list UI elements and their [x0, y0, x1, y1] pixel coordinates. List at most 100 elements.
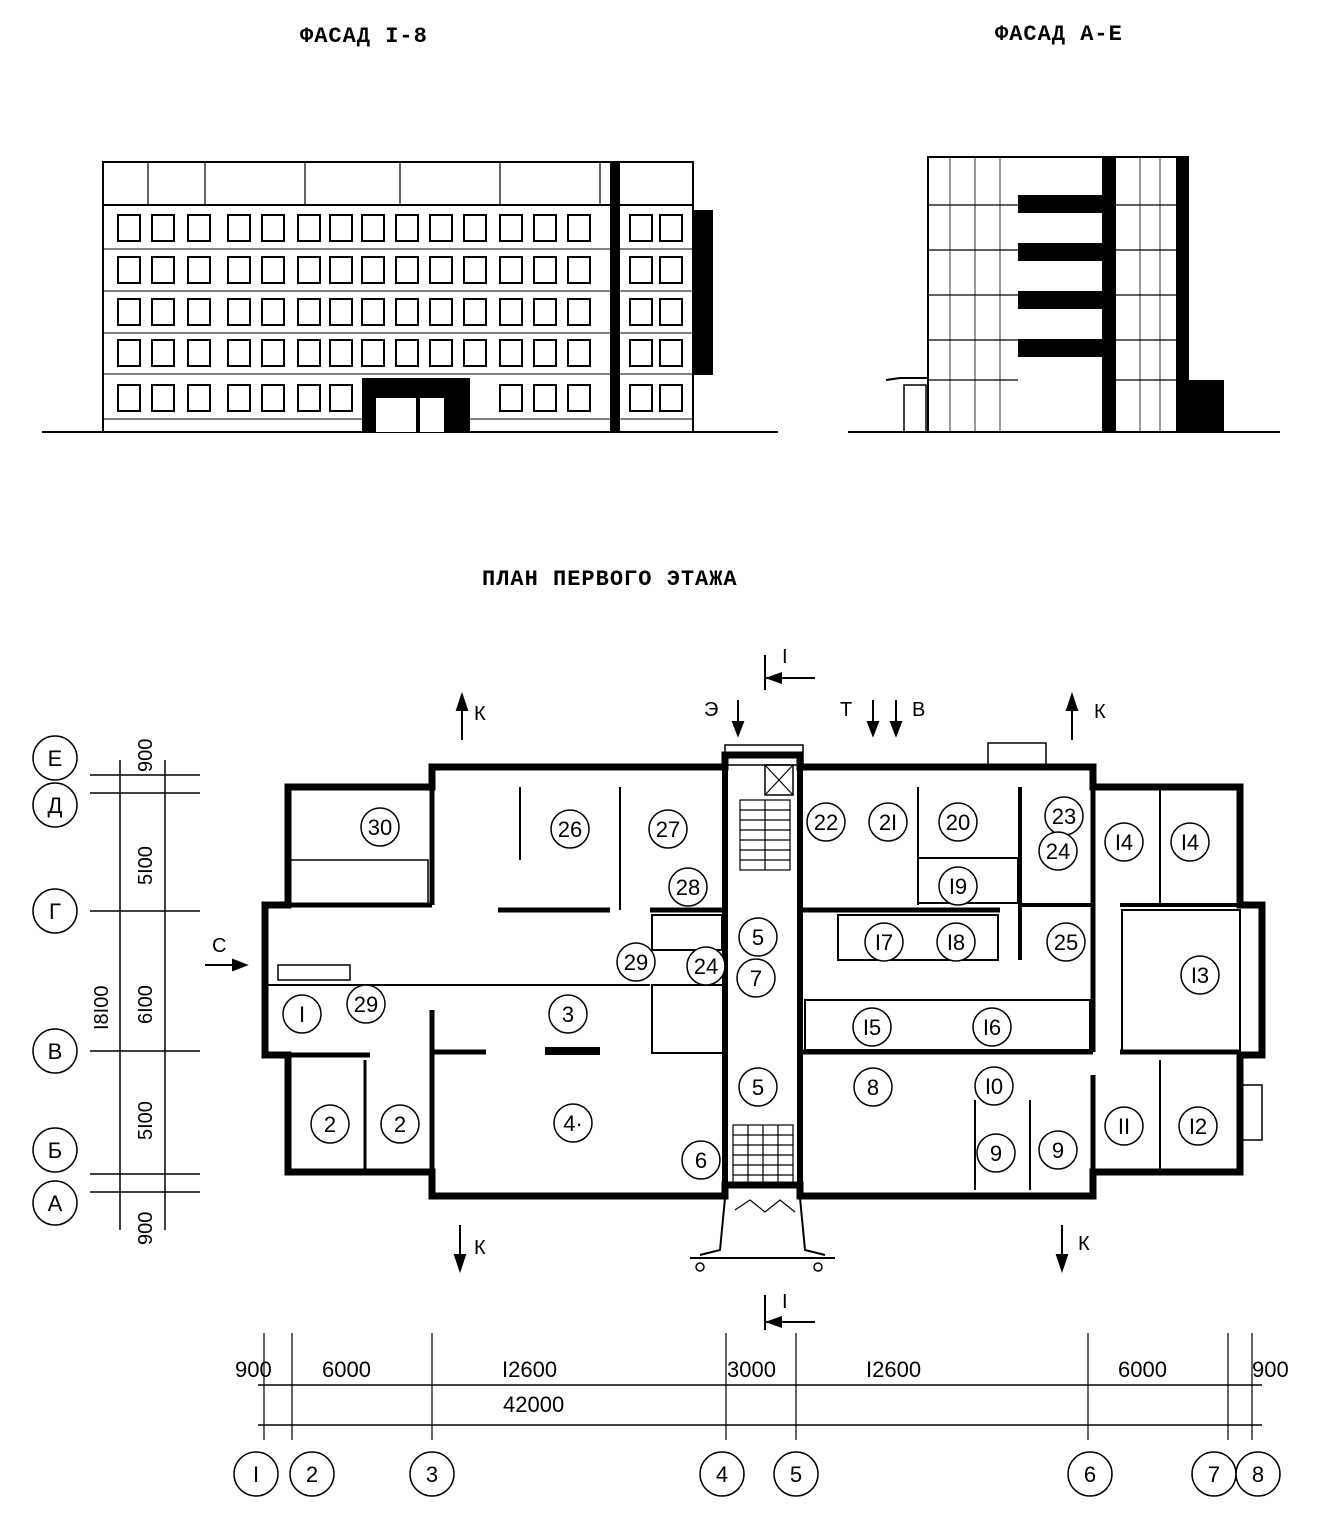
- room-number: I9: [949, 874, 967, 899]
- room-1: I: [282, 994, 322, 1034]
- section-mark-bottom: I: [764, 1291, 815, 1330]
- room-number: I6: [983, 1015, 1001, 1040]
- room-5b: 5: [738, 1067, 778, 1107]
- room-15: I5: [852, 1007, 892, 1047]
- facade-a-e-panels: [928, 157, 1176, 432]
- room-14a: I4: [1104, 822, 1144, 862]
- facade-window: [629, 298, 653, 326]
- entrance-k-nw: К: [474, 703, 486, 725]
- facade-window: [361, 256, 385, 284]
- room-number: 2: [394, 1112, 406, 1137]
- room-number: I0: [985, 1074, 1003, 1099]
- facade-window: [629, 339, 653, 367]
- facade-window: [499, 256, 523, 284]
- facade-window: [361, 214, 385, 242]
- facade-window: [659, 384, 683, 412]
- room-number: 9: [1052, 1138, 1064, 1163]
- facade-window: [227, 214, 251, 242]
- room-number: 2I: [879, 810, 897, 835]
- room-number: 3: [562, 1002, 574, 1027]
- room-7: 7: [736, 958, 776, 998]
- facade-window: [117, 214, 141, 242]
- column-axis-label: 8: [1252, 1462, 1264, 1487]
- entrance-c: С: [212, 935, 226, 957]
- section-label-top: I: [782, 646, 788, 668]
- column-axes: [258, 1384, 1262, 1426]
- column-axis-label: 6: [1084, 1462, 1096, 1487]
- row-axis-marker: Д: [32, 782, 78, 828]
- room-number: 24: [694, 954, 718, 979]
- column-axis-marker: 4: [699, 1333, 745, 1497]
- facade-window: [297, 256, 321, 284]
- row-axis-marker: А: [32, 1180, 78, 1226]
- entrance-k-ne: К: [1094, 701, 1106, 723]
- facade-window: [533, 298, 557, 326]
- room-number: 27: [656, 817, 680, 842]
- room-number: I4: [1115, 830, 1133, 855]
- col-dim-900-left: 900: [235, 1357, 272, 1382]
- row-axis-label: Б: [48, 1138, 62, 1163]
- facade-window: [117, 339, 141, 367]
- facade-window: [361, 298, 385, 326]
- stair-north: [739, 764, 794, 871]
- facade-window: [429, 256, 453, 284]
- facade-1-8-elevation: [42, 161, 778, 433]
- row-axis-label: Д: [48, 793, 63, 818]
- facade-window: [533, 214, 557, 242]
- row-axis-label: Е: [48, 746, 63, 771]
- row-axis-label: А: [48, 1191, 63, 1216]
- room-2a: 2: [310, 1104, 350, 1144]
- facade-window: [151, 384, 175, 412]
- room-number: 29: [354, 992, 378, 1017]
- column-axis-marker: 5: [773, 1333, 819, 1497]
- facade-window: [567, 256, 591, 284]
- facade-window: [187, 256, 211, 284]
- facade-window: [227, 256, 251, 284]
- row-dim-6100: 6I00: [135, 985, 157, 1024]
- room-number: 25: [1054, 930, 1078, 955]
- room-number: 7: [750, 966, 762, 991]
- facade-window: [463, 298, 487, 326]
- facade-window: [429, 298, 453, 326]
- row-axis-marker: В: [32, 1028, 78, 1074]
- row-axis-marker: Е: [32, 735, 78, 781]
- facade-window: [659, 256, 683, 284]
- room-number: 24: [1046, 839, 1070, 864]
- facade-window: [429, 214, 453, 242]
- room-number: 29: [624, 950, 648, 975]
- facade-window: [463, 256, 487, 284]
- column-axis-label: 4: [716, 1462, 728, 1487]
- room-number: I5: [863, 1015, 881, 1040]
- room-20: 20: [938, 802, 978, 842]
- facade-window: [567, 214, 591, 242]
- entrance-t: Т: [840, 699, 852, 721]
- facade-window: [329, 339, 353, 367]
- facade-window: [463, 214, 487, 242]
- facade-window: [463, 339, 487, 367]
- room-number: 30: [368, 815, 392, 840]
- facade-window: [629, 214, 653, 242]
- room-18: I8: [936, 922, 976, 962]
- room-4: 4·: [553, 1103, 593, 1143]
- facade-window: [297, 298, 321, 326]
- facade-window: [659, 339, 683, 367]
- column-dimensions: 900 6000 I2600 3000 I2600 6000 900 42000: [235, 1357, 1289, 1417]
- column-axis-marker: 7: [1191, 1333, 1237, 1497]
- facade-window: [499, 384, 523, 412]
- facade-window: [297, 384, 321, 412]
- column-axis-marker: 3: [409, 1333, 455, 1497]
- room-12: I2: [1178, 1106, 1218, 1146]
- room-29a: 29: [616, 942, 656, 982]
- row-dimensions: 900 5I00 6I00 5I00 900 I8I00: [91, 739, 157, 1245]
- facade-window: [261, 384, 285, 412]
- room-number: 8: [867, 1075, 879, 1100]
- room-5a: 5: [738, 917, 778, 957]
- facade-window: [499, 339, 523, 367]
- room-25: 25: [1046, 922, 1086, 962]
- room-2b: 2: [380, 1104, 420, 1144]
- facade-window: [151, 256, 175, 284]
- facade-1-8-title: ФАСАД I-8: [300, 24, 428, 49]
- room-3: 3: [548, 994, 588, 1034]
- room-14b: I4: [1170, 822, 1210, 862]
